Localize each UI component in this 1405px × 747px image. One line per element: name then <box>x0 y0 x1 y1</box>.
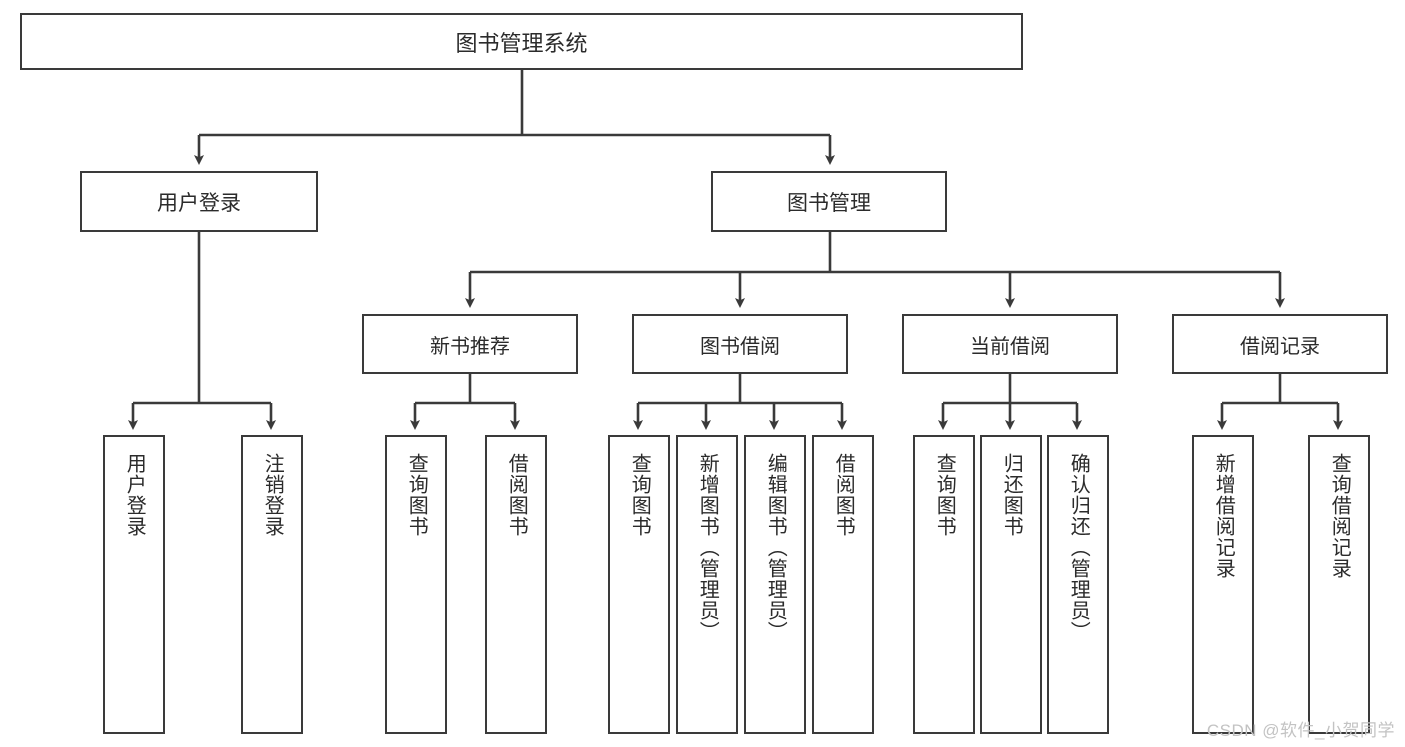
leaf-confirm-return-admin[interactable]: 确认归还（管理员） <box>1047 435 1109 734</box>
leaf-return-book[interactable]: 归还图书 <box>980 435 1042 734</box>
node-current-borrow[interactable]: 当前借阅 <box>902 314 1118 374</box>
node-label: 用户登录 <box>123 453 146 537</box>
node-root-system[interactable]: 图书管理系统 <box>20 13 1023 70</box>
leaf-query-borrow-record[interactable]: 查询借阅记录 <box>1308 435 1370 734</box>
node-label: 编辑图书（管理员） <box>764 453 787 642</box>
node-label: 图书管理系统 <box>455 30 588 56</box>
node-label: 注销登录 <box>261 453 284 537</box>
node-label: 查询图书 <box>933 453 956 537</box>
leaf-borrow-book[interactable]: 借阅图书 <box>812 435 874 734</box>
leaf-query-book-borrow[interactable]: 查询图书 <box>608 435 670 734</box>
node-label: 确认归还（管理员） <box>1067 453 1090 642</box>
node-label: 图书借阅 <box>700 335 780 358</box>
node-label: 图书管理 <box>787 191 871 215</box>
node-borrow-record[interactable]: 借阅记录 <box>1172 314 1388 374</box>
leaf-borrow-book-recommend[interactable]: 借阅图书 <box>485 435 547 734</box>
node-label: 归还图书 <box>1000 453 1023 537</box>
node-label: 当前借阅 <box>970 335 1050 358</box>
node-book-borrow[interactable]: 图书借阅 <box>632 314 848 374</box>
csdn-watermark: CSDN @软件_小贺同学 <box>1206 721 1395 740</box>
node-label: 新书推荐 <box>430 335 510 358</box>
node-label: 查询图书 <box>405 453 428 537</box>
leaf-logout[interactable]: 注销登录 <box>241 435 303 734</box>
leaf-add-borrow-record[interactable]: 新增借阅记录 <box>1192 435 1254 734</box>
leaf-query-book-current[interactable]: 查询图书 <box>913 435 975 734</box>
node-new-book-recommend[interactable]: 新书推荐 <box>362 314 578 374</box>
node-book-management[interactable]: 图书管理 <box>711 171 947 232</box>
node-label: 借阅图书 <box>832 453 855 537</box>
node-label: 新增借阅记录 <box>1212 453 1235 579</box>
node-label: 查询借阅记录 <box>1328 453 1351 579</box>
node-label: 借阅图书 <box>505 453 528 537</box>
leaf-query-book-recommend[interactable]: 查询图书 <box>385 435 447 734</box>
node-label: 用户登录 <box>157 191 241 215</box>
node-label: 新增图书（管理员） <box>696 453 719 642</box>
node-user-login[interactable]: 用户登录 <box>80 171 318 232</box>
leaf-add-book-admin[interactable]: 新增图书（管理员） <box>676 435 738 734</box>
node-label: 借阅记录 <box>1240 335 1320 358</box>
leaf-edit-book-admin[interactable]: 编辑图书（管理员） <box>744 435 806 734</box>
leaf-user-login[interactable]: 用户登录 <box>103 435 165 734</box>
node-label: 查询图书 <box>628 453 651 537</box>
